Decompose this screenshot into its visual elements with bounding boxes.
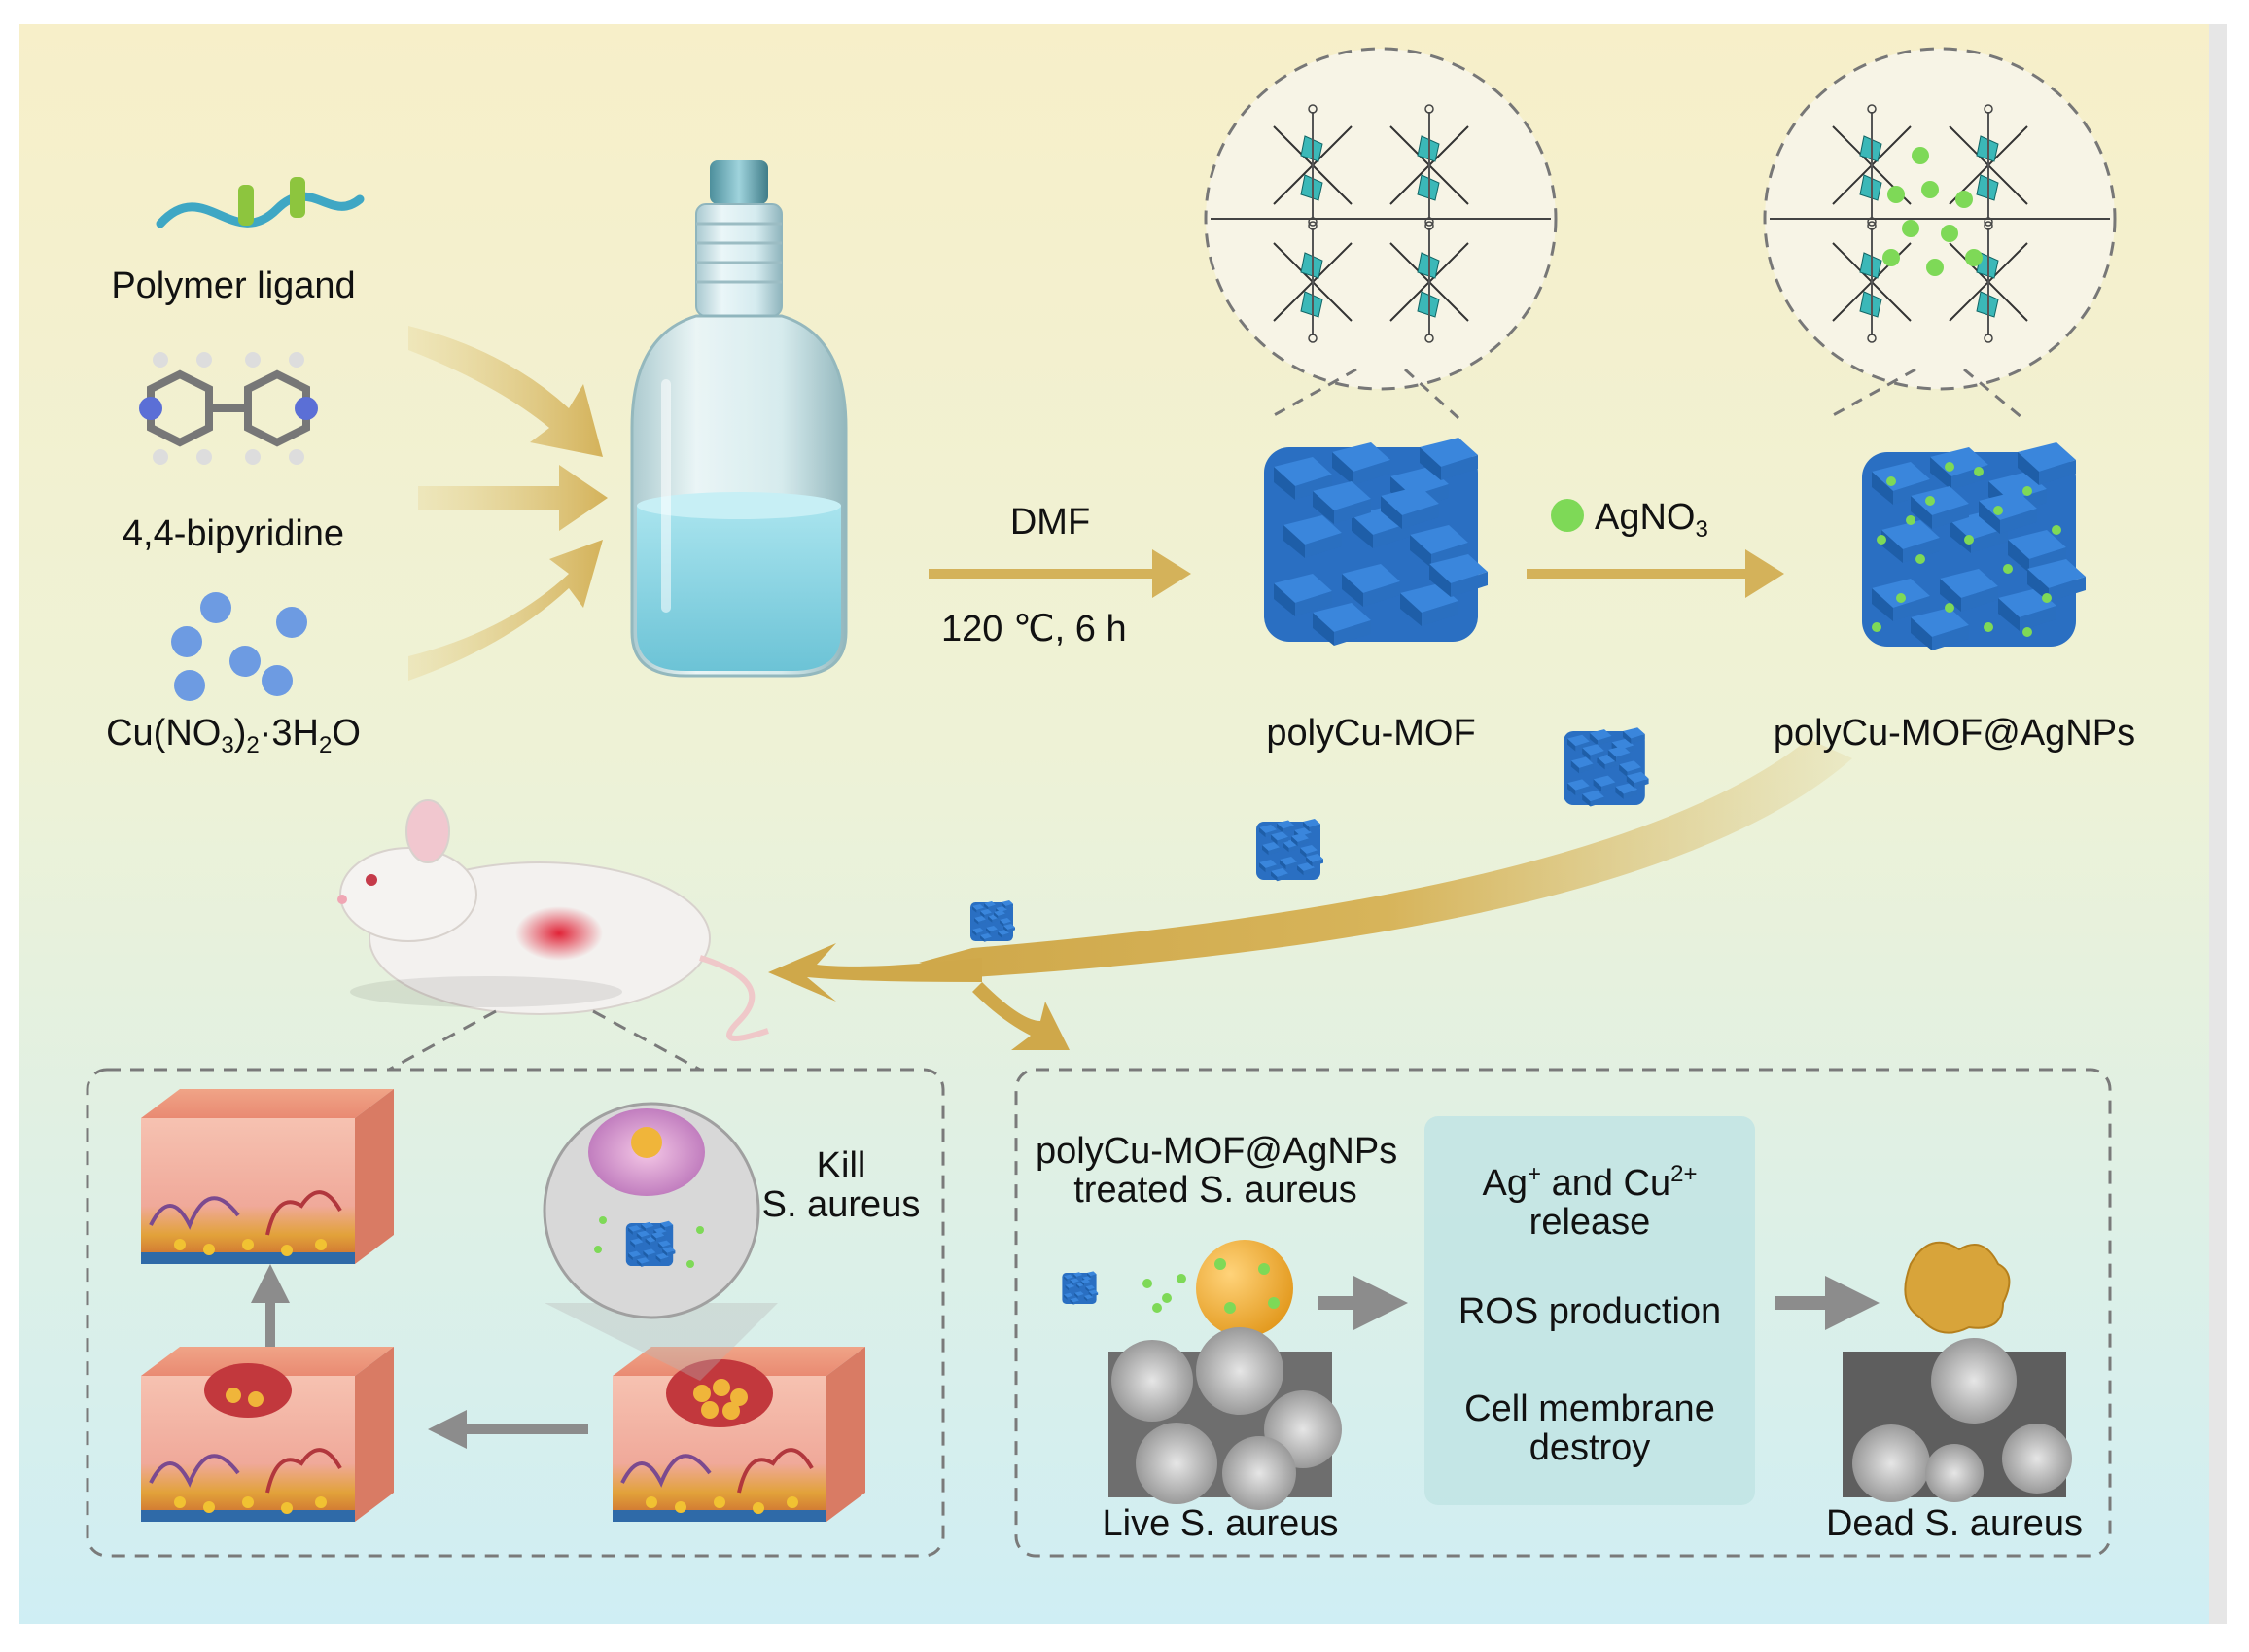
live-bacteria-label: Live S. aureus (1102, 1503, 1339, 1544)
reaction-conditions-label: 120 ℃, 6 h (941, 609, 1127, 650)
mechanism-panel (1014, 1068, 2112, 1558)
polymer-ligand-label: Polymer ligand (111, 265, 356, 306)
mouse-illustration (337, 799, 769, 1041)
copper-nitrate-spheres-icon (171, 592, 307, 701)
healed-skin-block (139, 1087, 396, 1266)
polycu-mof-crystal (1264, 438, 1488, 646)
agno3-label: AgNO3 (1595, 497, 1708, 543)
zoom-line-right (592, 1009, 701, 1072)
copper-salt-label: Cu(NO3)2·3H2O (106, 713, 361, 758)
polycu-mof-agnps-label: polyCu-MOF@AgNPs (1773, 713, 2136, 754)
live-sem-image (1108, 1327, 1342, 1510)
dead-bacterium-icon (1904, 1241, 2011, 1334)
mof-ag-lattice-zoom (1763, 47, 2117, 420)
reaction-bottle (630, 160, 848, 678)
mof-lattice-zoom (1204, 47, 1558, 420)
side-bar (2209, 24, 2227, 1624)
solvent-label: DMF (1009, 502, 1091, 543)
polymer-ligand-icon (156, 177, 365, 228)
wound-healing-panel (86, 1068, 945, 1558)
dmf-arrow (929, 549, 1191, 598)
mof-particle-small (970, 900, 1015, 942)
silver-particles-icon (1142, 1274, 1186, 1313)
zoom-line-left (388, 1009, 497, 1072)
precursor-arrows (408, 326, 608, 681)
dead-bacteria-label: Dead S. aureus (1825, 1503, 2084, 1544)
delivery-swoosh-arrow (768, 739, 1852, 1050)
bipyridine-label: 4,4-bipyridine (122, 513, 345, 554)
polycu-mof-label: polyCu-MOF (1266, 713, 1476, 754)
bacteria-zoom-bubble (543, 1102, 778, 1381)
bipyridine-molecule-icon (139, 352, 318, 465)
mof-agnps-particle-icon (1062, 1271, 1098, 1304)
live-bacterium-icon (1196, 1240, 1293, 1337)
healing-skin-block (139, 1345, 396, 1524)
agno3-arrow (1527, 549, 1784, 598)
mof-particle-medium (1256, 819, 1323, 881)
silver-ion-icon (1551, 499, 1584, 532)
infected-skin-block (611, 1345, 867, 1524)
polycu-mof-agnps-crystal (1862, 442, 2086, 650)
mof-particle-large (1564, 727, 1648, 806)
mechanism-steps-box (1424, 1116, 1755, 1505)
ion-release-label: Ag+ and Cu2+release (1482, 1161, 1698, 1243)
dead-sem-image (1843, 1338, 2072, 1502)
ros-production-label: ROS production (1458, 1291, 1722, 1332)
